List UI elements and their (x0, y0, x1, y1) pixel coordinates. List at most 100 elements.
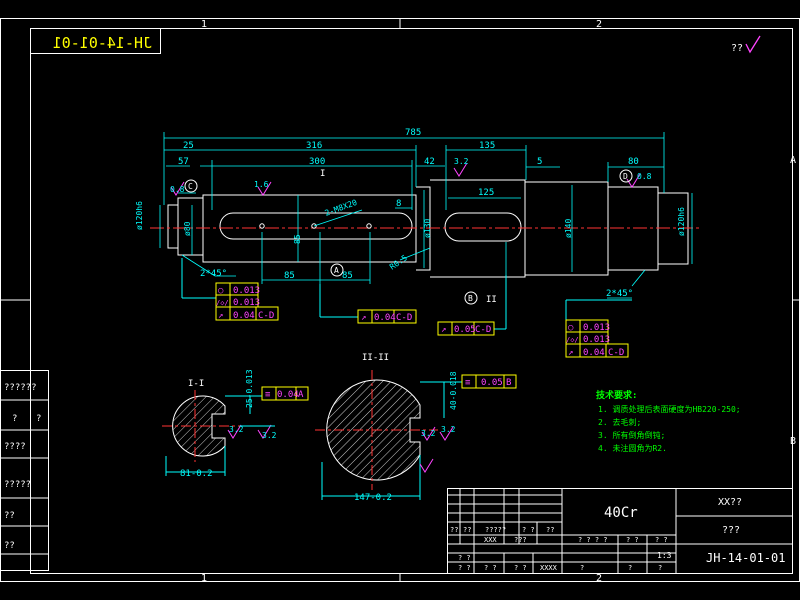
section-ii-rough-b: 3.2 (441, 425, 456, 434)
section-mark-ii: II (486, 295, 497, 305)
title-scale: 1:3 (657, 551, 672, 560)
tb-r3-c1: ? ? ? ? (578, 536, 608, 544)
frame-col-1-bottom: 1 (201, 573, 207, 584)
tb-r4-c5: XXXX (540, 564, 558, 572)
dim-135: 135 (479, 141, 495, 151)
tb-r4-c6: ? (580, 564, 584, 572)
mirrored-drawing-number: JH-14-01-01 (53, 34, 152, 52)
left-strip-label-4: ???? (4, 442, 26, 452)
tolerance-single-1 (319, 284, 417, 324)
dim-5: 5 (537, 157, 542, 167)
roughness-08-left: 0.8 (170, 185, 185, 194)
left-strip-label-7: ?? (4, 541, 15, 551)
section-ii-rough-a: 3.2 (421, 429, 436, 438)
tol-sym-a-ref: A (298, 390, 304, 400)
tol-left-sym-1: ○ (218, 286, 224, 296)
tol-sym-b-val: 0.05 (481, 378, 503, 388)
tol-sym-b-sym: ≡ (465, 378, 471, 388)
shaft-outline (167, 179, 689, 278)
datum-a: A (334, 266, 339, 275)
tb-r4-c3: ? ? (484, 564, 497, 572)
tol-single2-ref: C-D (475, 325, 491, 335)
section-ii-view (315, 370, 462, 500)
roughness-32-top: 3.2 (454, 157, 469, 166)
left-strip-label-6: ?? (4, 511, 15, 521)
datum-d: D (623, 172, 628, 181)
tb-r1-c2: ?? (463, 526, 471, 534)
tb-r4-c8: ? (658, 564, 662, 572)
tb-r4-c1: ? ? (458, 554, 471, 562)
section-i-view (162, 390, 275, 476)
tol-sym-b-ref: B (506, 378, 511, 388)
tol-left-val-2: 0.013 (233, 298, 260, 308)
title-material: 40Cr (604, 505, 638, 521)
section-i-rough-a: 3.2 (229, 425, 244, 434)
thread-callout: 2-M8X20 (324, 198, 359, 218)
title-drawing-number: JH-14-01-01 (706, 551, 785, 565)
section-ii-width: 147-0.2 (354, 493, 392, 503)
dim-785: 785 (405, 128, 421, 138)
left-strip-label-5: ????? (4, 480, 31, 490)
dia-left: ø120h6 (135, 201, 144, 230)
tb-r3-c3: ? ? (655, 536, 668, 544)
section-i-width: 81-0.2 (180, 469, 213, 479)
title-company: XX?? (718, 497, 742, 508)
roughness-08-right: 0.8 (637, 172, 652, 181)
tb-r3-c2: ? ? (626, 536, 639, 544)
title-block-grid (447, 488, 793, 574)
dim-85a: 85 (284, 271, 295, 281)
left-strip-table (0, 370, 49, 571)
datum-c: C (188, 182, 193, 191)
mirrored-number-box (30, 28, 161, 54)
tol-single2-val: 0.05 (454, 325, 476, 335)
tol-sym-a-sym: ≡ (265, 390, 271, 400)
frame-col-2-top: 2 (596, 19, 602, 30)
dim-57: 57 (178, 157, 189, 167)
tol-right-val-3: 0.04 (583, 348, 605, 358)
section-i-label: I-I (188, 379, 204, 389)
tol-sym-a-val: 0.04 (277, 390, 299, 400)
tech-note-2: 2. 去毛刺; (598, 417, 641, 427)
dim-85b: 85 (342, 271, 353, 281)
dim-42: 42 (424, 157, 435, 167)
thread-holes (259, 223, 372, 229)
dimension-lines (159, 132, 693, 299)
chamfer-left: 2*45° (200, 269, 227, 279)
tb-r2-c2: ??? (514, 536, 527, 544)
tol-right-ref-3: C-D (608, 348, 624, 358)
dim-300: 300 (309, 157, 325, 167)
tol-single2-sym: ↗ (441, 325, 446, 335)
tol-right-sym-1: ○ (568, 323, 574, 333)
tb-r1-c4: ? ? (522, 526, 535, 534)
dim-80: 80 (628, 157, 639, 167)
dim-316: 316 (306, 141, 322, 151)
tb-r1-c1: ?? (450, 526, 458, 534)
tolerance-sym-b-frame (461, 374, 517, 389)
tech-note-4: 4. 未注圆角为R2. (598, 443, 667, 453)
section-i-depth: 25-0.013 (245, 369, 254, 408)
dim-25: 25 (183, 141, 194, 151)
tol-left-ref-3: C-D (258, 311, 274, 321)
tol-left-sym-2: /◇/ (216, 299, 229, 307)
tb-r1-c3: ????? (485, 526, 506, 534)
tolerance-block-right (565, 299, 632, 358)
dim-125: 125 (478, 188, 494, 198)
tb-r2-c1: XXX (484, 536, 497, 544)
roughness-symbols-main (170, 162, 641, 196)
tolerance-single-2 (437, 275, 507, 336)
left-strip-label-1: ?????? (4, 383, 37, 393)
section-i-rough-b: 3.2 (262, 431, 277, 440)
datum-b: B (468, 294, 473, 303)
tol-left-val-3: 0.04 (233, 311, 255, 321)
frame-row-b: B (790, 436, 796, 447)
tol-single1-ref: C-D (396, 313, 412, 323)
tb-r4-c4: ? ? (514, 564, 527, 572)
keyway-depth-label: 85 (293, 234, 302, 244)
tol-left-val-1: 0.013 (233, 286, 260, 296)
fillet-r05: R0.5 (388, 253, 409, 272)
section-ii-depth: 40-0.018 (449, 371, 458, 410)
datum-markers (184, 169, 633, 305)
dia-mid: ø130 (423, 219, 432, 238)
drawing-frame (0, 18, 800, 582)
